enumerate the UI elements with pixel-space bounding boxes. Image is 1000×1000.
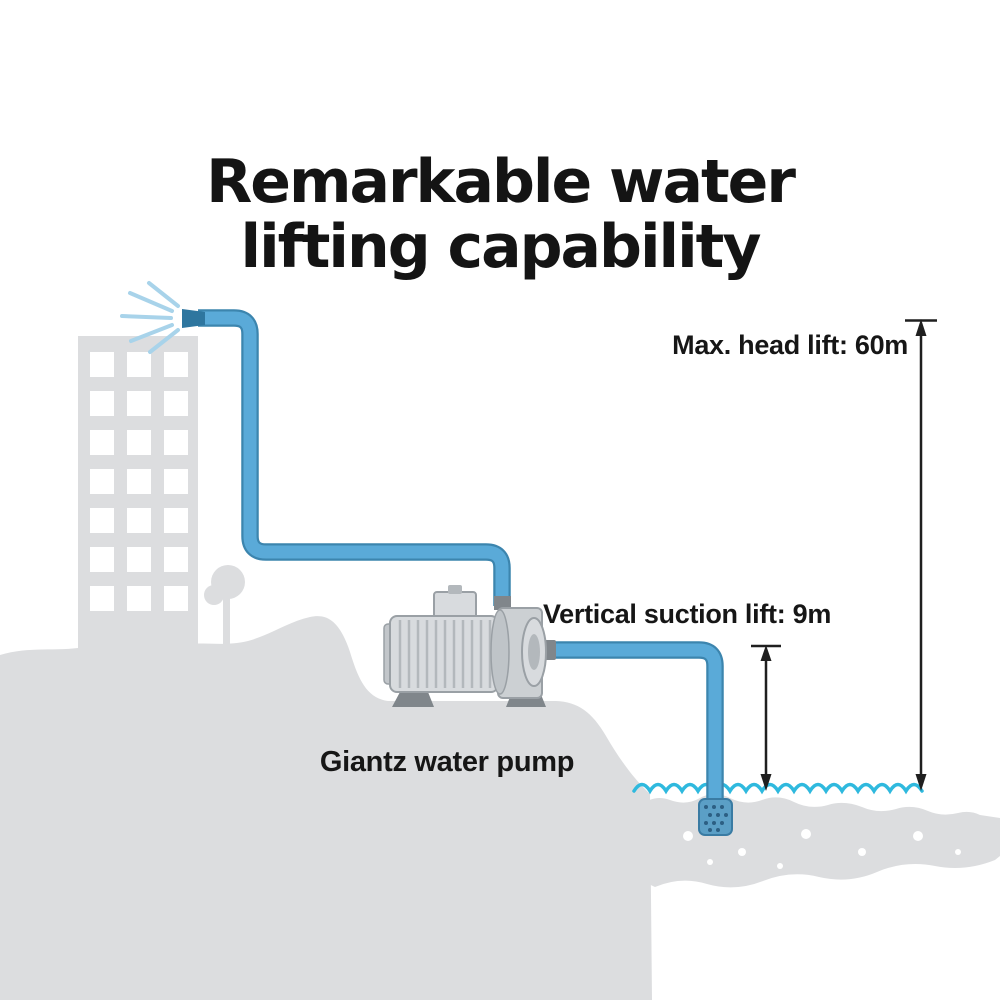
max-head-lift-label: Max. head lift: 60m (672, 330, 908, 360)
suction-lift-label: Vertical suction lift: 9m (542, 599, 832, 629)
building-silhouette (78, 336, 198, 648)
pump-caption: Giantz water pump (319, 746, 575, 778)
rocks-silhouette (640, 794, 1000, 888)
head-lift-arrow (905, 319, 937, 791)
title-line-2: lifting capability (240, 211, 762, 282)
nozzle-icon (182, 309, 205, 328)
page-title: Remarkable water lifting capability (0, 150, 1000, 280)
suction-pipe (548, 641, 724, 800)
title-line-1: Remarkable water (206, 147, 796, 217)
pebbles (683, 829, 961, 869)
delivery-pipe (182, 309, 511, 606)
building-windows (90, 352, 188, 611)
strainer-icon (698, 798, 733, 836)
pump-illustration (383, 585, 556, 707)
pump-outlet-stub (494, 596, 511, 610)
terrain-silhouette (0, 616, 652, 1000)
water-waves (632, 782, 924, 795)
motor-fins (398, 620, 492, 688)
tree-silhouette (204, 565, 245, 646)
water-spray-icon (120, 281, 180, 354)
suction-lift-arrow (751, 644, 781, 791)
